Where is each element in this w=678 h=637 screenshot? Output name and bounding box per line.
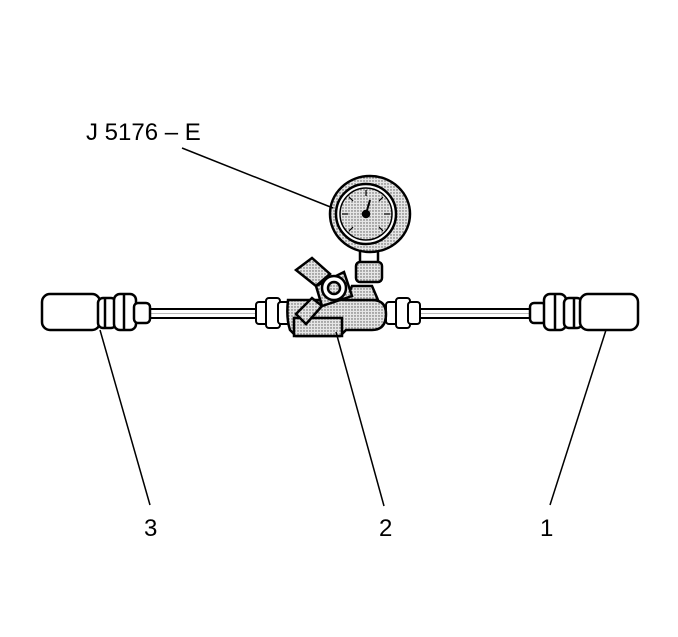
hose-line	[150, 308, 530, 319]
leader-tool-label	[181, 147, 334, 209]
callout-2: 2	[379, 515, 392, 542]
tool-label: J 5176 – E	[86, 119, 201, 146]
leader-2	[335, 331, 385, 507]
leader-1	[549, 329, 607, 506]
left-adapter	[40, 292, 152, 332]
valve-handle	[293, 256, 354, 326]
leader-lines	[99, 147, 607, 507]
left-fittings	[255, 297, 291, 329]
callout-1: 1	[540, 515, 553, 542]
gauge-ticks	[342, 190, 390, 232]
pressure-gauge	[328, 174, 412, 254]
right-fittings	[385, 297, 421, 329]
right-adapter	[528, 292, 640, 332]
callout-3: 3	[144, 515, 157, 542]
leader-3	[99, 329, 151, 506]
